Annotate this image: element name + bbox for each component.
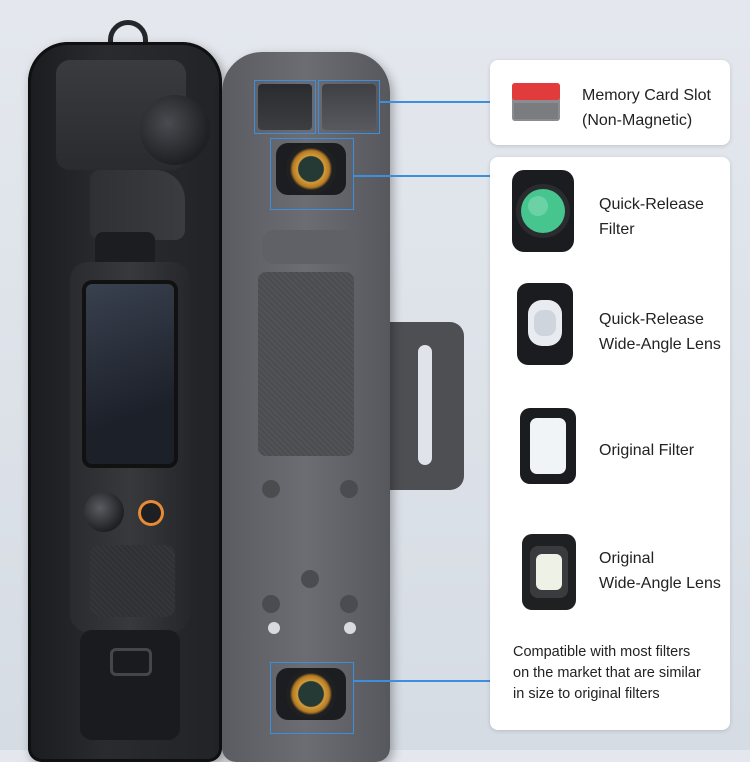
- lid-peg: [262, 595, 280, 613]
- gimbal-motor: [140, 95, 210, 165]
- memory-card-label: Memory Card Slot (Non-Magnetic): [582, 83, 727, 133]
- connector-line-memory: [380, 101, 490, 103]
- lid-peg: [340, 595, 358, 613]
- accessory-item-3-line1: Original Filter: [599, 442, 695, 459]
- lid-peg-light: [268, 622, 280, 634]
- memory-slot-highlight: [254, 80, 316, 134]
- compatibility-note: Compatible with most filters on the mark…: [513, 642, 727, 705]
- memory-card-subtitle: (Non-Magnetic): [582, 112, 693, 129]
- memory-card-highlight: [318, 80, 380, 134]
- original-filter-icon: [520, 408, 576, 484]
- quick-release-filter-icon: [512, 170, 574, 252]
- connector-line-filter-bottom: [354, 680, 490, 682]
- original-wide-angle-lens-icon: [522, 534, 576, 610]
- camera-screen: [82, 280, 178, 468]
- accessory-item-1-line1: Quick-Release: [599, 196, 704, 213]
- strap-slot: [418, 345, 432, 465]
- accessory-item-2-label: Quick-Release Wide-Angle Lens: [599, 307, 721, 357]
- memory-card-slot: [258, 84, 312, 130]
- filter-top-highlight: [270, 138, 354, 210]
- camera-bottom: [80, 630, 180, 740]
- joystick-icon: [84, 492, 124, 532]
- accessory-item-1-line2: Filter: [599, 221, 635, 238]
- usb-port-icon: [110, 648, 152, 676]
- lid-latch: [262, 230, 356, 264]
- accessory-item-2-line2: Wide-Angle Lens: [599, 336, 721, 353]
- accessories-panel: Quick-Release Filter Quick-Release Wide-…: [490, 157, 730, 730]
- memory-card-icon: [512, 83, 560, 121]
- filter-bottom-highlight: [270, 662, 354, 734]
- compatibility-note-line3: in size to original filters: [513, 686, 660, 702]
- lid-padding: [258, 272, 354, 456]
- filter-ring-bottom-icon: [286, 669, 336, 719]
- memory-card-title: Memory Card Slot: [582, 87, 711, 104]
- memory-card-panel: Memory Card Slot (Non-Magnetic): [490, 60, 730, 145]
- filter-ring-top-icon: [286, 144, 336, 194]
- camera-grip-pad: [90, 545, 175, 617]
- accessory-item-4-line1: Original: [599, 550, 655, 567]
- compatibility-note-line1: Compatible with most filters: [513, 644, 691, 660]
- accessory-item-4-line2: Wide-Angle Lens: [599, 575, 721, 592]
- lid-peg: [301, 570, 319, 588]
- record-button-icon: [138, 500, 164, 526]
- accessory-item-3-label: Original Filter: [599, 438, 694, 463]
- lid-peg: [262, 480, 280, 498]
- quick-release-wide-angle-lens-icon: [517, 283, 573, 365]
- connector-line-filter-top: [354, 175, 490, 177]
- accessory-item-1-label: Quick-Release Filter: [599, 192, 704, 242]
- memory-card: [322, 84, 376, 130]
- gimbal-arm: [90, 170, 185, 240]
- lid-peg: [340, 480, 358, 498]
- lid-peg-light: [344, 622, 356, 634]
- accessory-item-4-label: Original Wide-Angle Lens: [599, 546, 721, 596]
- accessory-item-2-line1: Quick-Release: [599, 311, 704, 328]
- compatibility-note-line2: on the market that are similar: [513, 665, 701, 681]
